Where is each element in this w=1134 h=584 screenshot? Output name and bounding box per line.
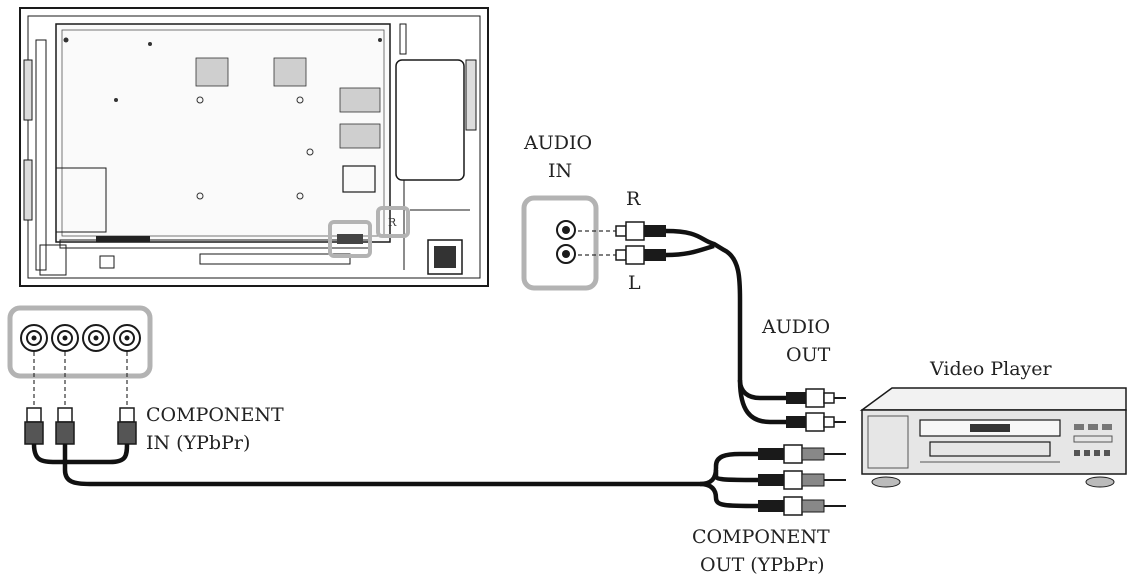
audio-in-label-line1: AUDIO (524, 132, 593, 154)
bnc-plug-pb (55, 407, 75, 445)
rca-plug-component-out-2 (758, 470, 846, 490)
component-in-label-line2: IN (YPbPr) (146, 432, 251, 454)
component-cable (62, 444, 758, 487)
component-in-label-line1: COMPONENT (146, 404, 284, 426)
audio-in-label-line2: IN (548, 160, 573, 182)
component-in-jack-panel (7, 305, 153, 379)
rca-plug-l (615, 245, 666, 265)
video-player-device (859, 387, 1127, 488)
bnc-plug-y (24, 407, 44, 445)
component-port-highlight (328, 220, 372, 258)
rca-plug-component-out-3 (758, 496, 846, 516)
audio-cable (665, 228, 786, 401)
component-out-label-line2: OUT (YPbPr) (700, 554, 825, 576)
audio-out-label-line1: AUDIO (762, 316, 831, 338)
component-cable-joiner (31, 443, 130, 465)
audio-port-highlight (376, 206, 410, 238)
panel-port-marker: R (388, 216, 397, 229)
audio-in-jack-panel (521, 195, 599, 291)
component-out-label-line1: COMPONENT (692, 526, 830, 548)
channel-r-label: R (626, 188, 641, 210)
rca-plug-out-upper (786, 388, 846, 408)
rca-plug-component-out-1 (758, 444, 846, 464)
bnc-plug-pr (117, 407, 137, 445)
channel-l-label: L (628, 272, 641, 294)
rca-plug-out-lower (786, 412, 846, 432)
video-player-label: Video Player (930, 358, 1052, 380)
audio-out-label-line2: OUT (786, 344, 831, 366)
rca-plug-r (615, 221, 666, 241)
display-rear-panel (19, 7, 489, 287)
